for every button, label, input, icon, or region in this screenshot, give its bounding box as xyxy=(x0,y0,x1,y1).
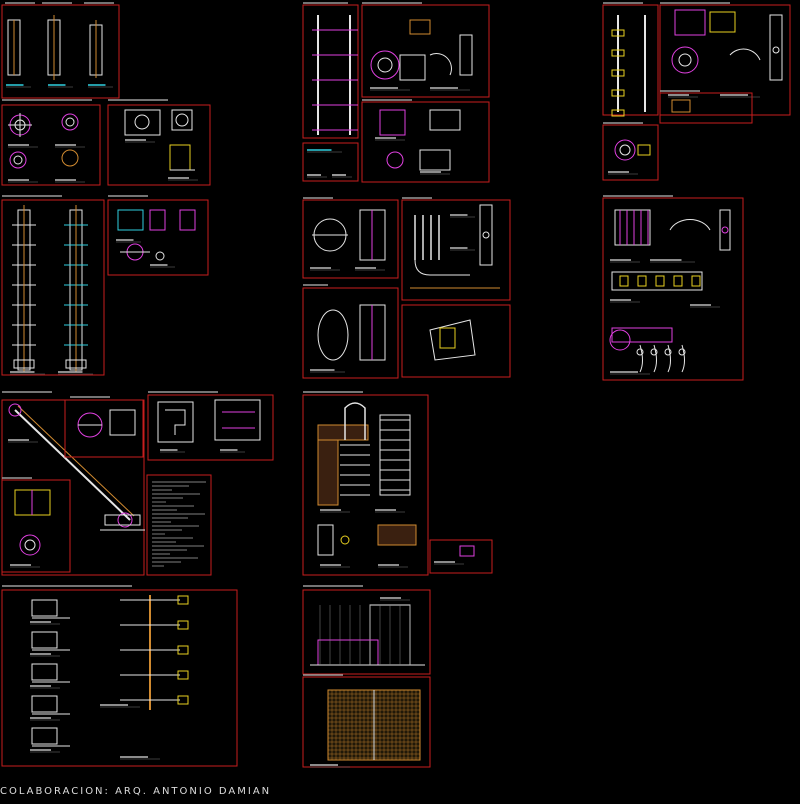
panel-right-ring xyxy=(602,122,659,181)
panel-mast-elevation xyxy=(1,195,105,376)
panel-right-brackets xyxy=(602,195,744,381)
panel-right-bolt xyxy=(659,90,753,124)
panel-plate-details xyxy=(147,391,274,461)
panel-fence-elevation xyxy=(302,585,431,675)
panel-handrail-plan xyxy=(1,585,238,767)
panel-mast-detail-center xyxy=(302,2,490,139)
collaboration-credit: COLABORACION: ARQ. ANTONIO DAMIAN xyxy=(0,786,272,797)
panel-mesh-grid xyxy=(302,674,431,768)
panel-center-angle xyxy=(401,304,511,378)
panel-ring-detail xyxy=(1,477,71,573)
panel-embed-details xyxy=(64,396,144,458)
panel-ladder-note xyxy=(429,539,493,574)
detail-panels-group xyxy=(1,2,791,768)
panel-center-bars xyxy=(401,197,511,301)
panel-flange-details xyxy=(361,99,490,183)
panel-center-small xyxy=(302,142,359,182)
panel-right-mast xyxy=(602,2,791,117)
panel-base-plate xyxy=(107,99,211,186)
panel-general-notes xyxy=(146,474,212,576)
panel-center-ring-a xyxy=(302,197,399,279)
panel-column-elevations xyxy=(1,2,120,99)
panel-ring-plans xyxy=(1,99,101,186)
panel-ladder xyxy=(302,391,429,576)
panel-center-ring-b xyxy=(302,284,399,379)
panel-connection-details xyxy=(107,195,209,276)
